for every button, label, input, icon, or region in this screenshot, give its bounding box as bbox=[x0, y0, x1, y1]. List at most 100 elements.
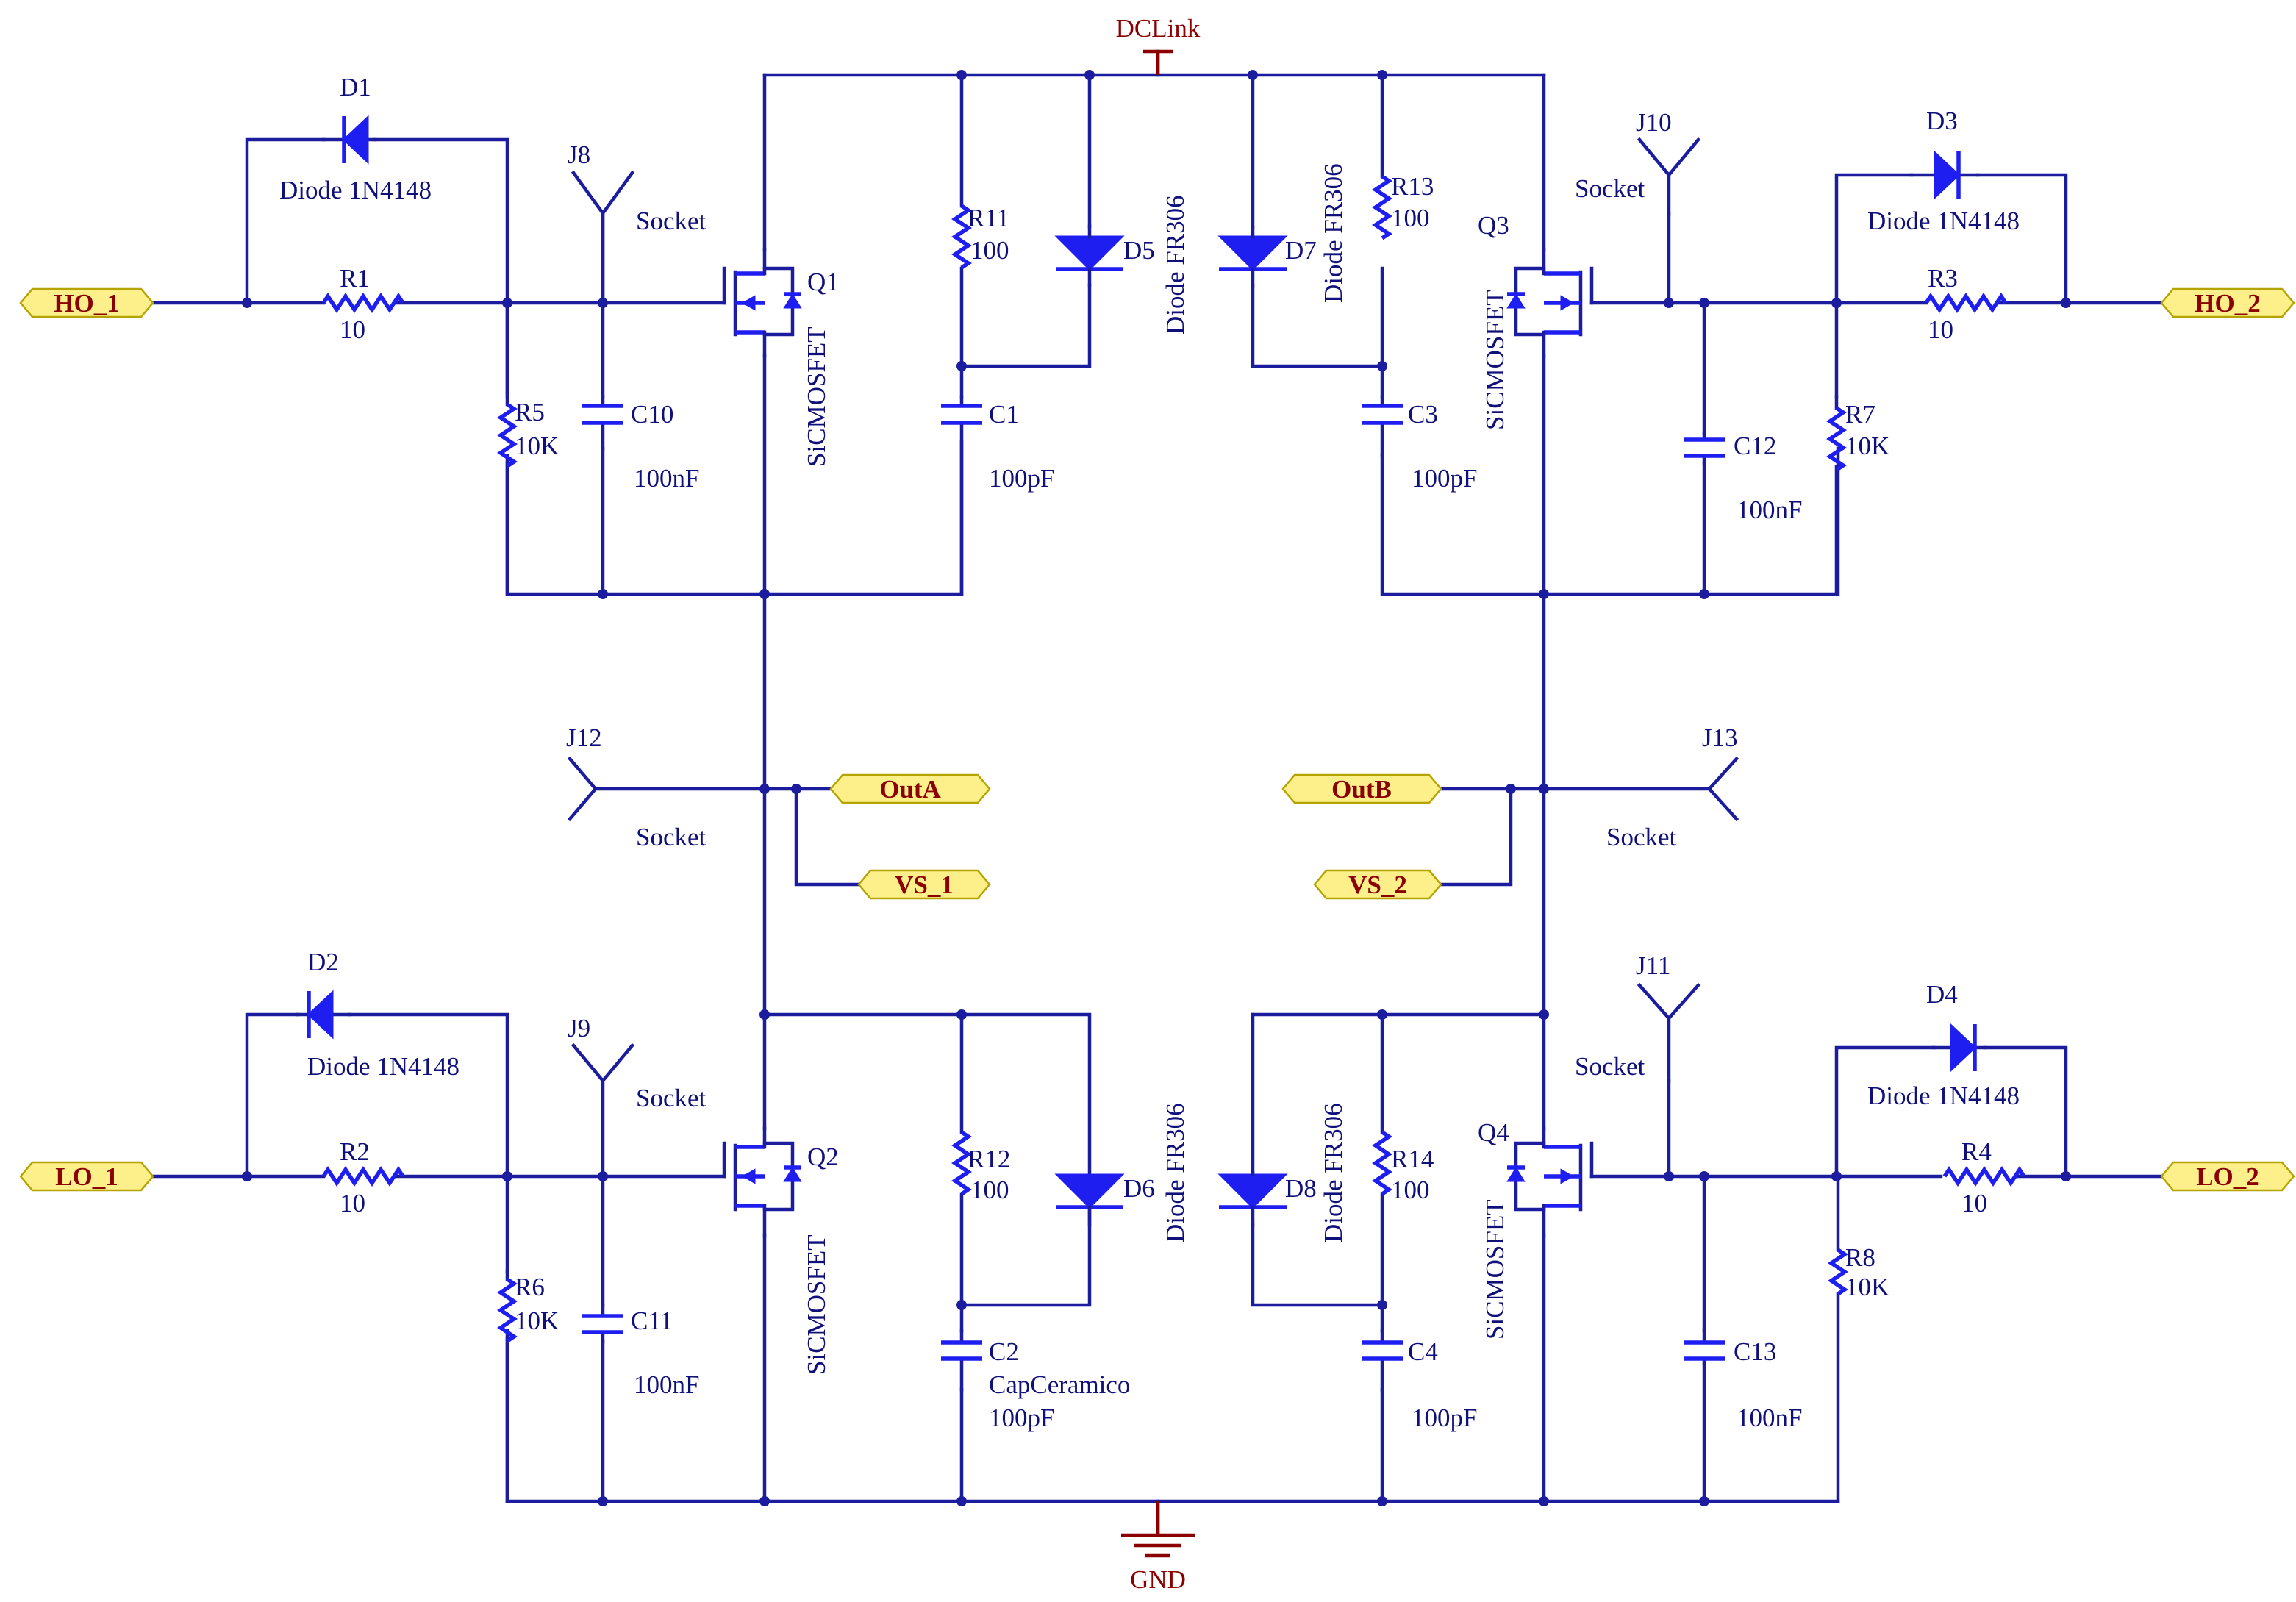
r14-ref: R14 bbox=[1391, 1145, 1434, 1173]
d7-value: Diode FR306 bbox=[1319, 163, 1348, 303]
r5-ref: R5 bbox=[515, 398, 545, 426]
d7-ref: D7 bbox=[1285, 236, 1317, 265]
q4-ref: Q4 bbox=[1478, 1118, 1509, 1147]
q1-ref: Q1 bbox=[807, 268, 839, 296]
capacitor-c12[interactable]: C12 100nF bbox=[1684, 432, 1802, 524]
port-outb[interactable]: OutB bbox=[1281, 773, 1442, 804]
c4-value: 100pF bbox=[1412, 1403, 1477, 1432]
port-ho1[interactable]: HO_1 bbox=[19, 287, 154, 318]
d8-ref: D8 bbox=[1285, 1174, 1317, 1203]
diode-d8[interactable]: D8 Diode FR306 bbox=[1217, 1103, 1348, 1242]
d4-value: Diode 1N4148 bbox=[1867, 1081, 2020, 1110]
c11-value: 100nF bbox=[634, 1370, 699, 1399]
dclink-label: DCLink bbox=[1116, 14, 1201, 43]
capacitor-c11[interactable]: C11 100nF bbox=[582, 1303, 699, 1399]
j9-ref: J9 bbox=[568, 1014, 590, 1043]
port-vs2-label: VS_2 bbox=[1348, 870, 1407, 899]
r3-ref: R3 bbox=[1928, 264, 1958, 293]
diode-d5[interactable]: D5 Diode FR306 bbox=[1054, 195, 1190, 335]
c13-value: 100nF bbox=[1737, 1403, 1802, 1432]
capacitor-c4[interactable]: C4 100pF bbox=[1362, 1329, 1477, 1432]
diode-d4[interactable]: D4 Diode 1N4148 bbox=[1867, 980, 2020, 1110]
socket-j11[interactable]: J11 Socket bbox=[1575, 951, 1701, 1083]
q1-value: SiCMOSFET bbox=[802, 326, 831, 467]
c1-ref: C1 bbox=[989, 400, 1019, 429]
c11-ref: C11 bbox=[631, 1306, 673, 1335]
gnd-power: GND bbox=[1121, 1501, 1195, 1594]
d1-ref: D1 bbox=[340, 73, 371, 101]
resistor-r5[interactable]: R5 10K bbox=[497, 301, 559, 596]
port-lo2-label: LO_2 bbox=[2196, 1162, 2259, 1191]
c1-value: 100pF bbox=[989, 464, 1054, 493]
mosfet-q2[interactable]: Q2 SiCMOSFET bbox=[722, 1126, 839, 1375]
resistor-r2[interactable]: R2 10 bbox=[321, 1137, 405, 1217]
d2-ref: D2 bbox=[307, 948, 339, 976]
port-outa[interactable]: OutA bbox=[829, 773, 991, 804]
resistor-r3[interactable]: R3 10 bbox=[1924, 264, 2008, 344]
resistor-r12[interactable]: R12 100 bbox=[951, 1130, 1010, 1204]
r12-value: 100 bbox=[970, 1176, 1009, 1204]
capacitor-c1[interactable]: C1 100pF bbox=[941, 395, 1054, 596]
port-vs1-label: VS_1 bbox=[895, 870, 954, 899]
j9-value: Socket bbox=[636, 1084, 707, 1112]
diode-d2[interactable]: D2 Diode 1N4148 bbox=[296, 948, 459, 1081]
q2-value: SiCMOSFET bbox=[802, 1234, 831, 1375]
diode-d7[interactable]: D7 Diode FR306 bbox=[1217, 163, 1348, 303]
resistor-r1[interactable]: R1 10 bbox=[321, 264, 405, 344]
diode-d1[interactable]: D1 Diode 1N4148 bbox=[279, 73, 432, 204]
capacitor-c3[interactable]: C3 100pF bbox=[1362, 395, 1477, 493]
resistor-r13[interactable]: R13 100 bbox=[1372, 172, 1434, 240]
port-vs2[interactable]: VS_2 bbox=[1313, 869, 1442, 900]
port-ho2-label: HO_2 bbox=[2195, 289, 2260, 318]
socket-j10[interactable]: J10 Socket bbox=[1575, 108, 1701, 215]
c12-ref: C12 bbox=[1734, 432, 1776, 460]
port-ho2[interactable]: HO_2 bbox=[2160, 287, 2295, 318]
q3-value: SiCMOSFET bbox=[1481, 290, 1509, 430]
r7-ref: R7 bbox=[1845, 400, 1875, 429]
resistor-r11[interactable]: R11 100 bbox=[951, 204, 1009, 270]
port-lo1[interactable]: LO_1 bbox=[19, 1161, 154, 1192]
d3-value: Diode 1N4148 bbox=[1867, 207, 2020, 235]
socket-j8[interactable]: J8 Socket bbox=[568, 140, 707, 305]
j13-ref: J13 bbox=[1702, 723, 1738, 752]
capacitor-c2[interactable]: C2 CapCeramico 100pF bbox=[941, 1329, 1130, 1432]
j12-value: Socket bbox=[636, 823, 707, 851]
c13-ref: C13 bbox=[1734, 1337, 1776, 1366]
c2-ref: C2 bbox=[989, 1337, 1019, 1366]
d6-value: Diode FR306 bbox=[1161, 1103, 1190, 1242]
capacitor-c10[interactable]: C10 100nF bbox=[582, 395, 699, 493]
junctions bbox=[242, 70, 2071, 1506]
port-lo2[interactable]: LO_2 bbox=[2160, 1161, 2295, 1192]
q4-value: SiCMOSFET bbox=[1481, 1199, 1509, 1340]
diode-d3[interactable]: D3 Diode 1N4148 bbox=[1867, 107, 2020, 235]
resistor-r7[interactable]: R7 10K bbox=[1826, 395, 1889, 596]
mosfet-q3[interactable]: Q3 SiCMOSFET bbox=[1478, 211, 1594, 430]
r8-value: 10K bbox=[1845, 1273, 1889, 1301]
resistor-r8[interactable]: R8 10K bbox=[1828, 1243, 1889, 1301]
c10-ref: C10 bbox=[631, 400, 673, 429]
port-ho1-label: HO_1 bbox=[54, 289, 119, 318]
port-outa-label: OutA bbox=[879, 775, 941, 804]
r13-value: 100 bbox=[1391, 204, 1430, 232]
resistor-r6[interactable]: R6 10K bbox=[497, 1270, 559, 1503]
capacitor-c13[interactable]: C13 100nF bbox=[1684, 1329, 1802, 1432]
j13-value: Socket bbox=[1606, 823, 1677, 851]
c12-value: 100nF bbox=[1737, 496, 1802, 524]
c2-value: 100pF bbox=[989, 1403, 1054, 1432]
gnd-label: GND bbox=[1130, 1565, 1186, 1594]
resistor-r4[interactable]: R4 10 bbox=[1942, 1137, 2026, 1217]
mosfet-q1[interactable]: Q1 SiCMOSFET bbox=[722, 248, 839, 467]
d2-value: Diode 1N4148 bbox=[307, 1052, 459, 1081]
r2-ref: R2 bbox=[340, 1137, 370, 1166]
diode-d6[interactable]: D6 Diode FR306 bbox=[1054, 1103, 1190, 1242]
socket-j9[interactable]: J9 Socket bbox=[568, 1014, 707, 1112]
mosfet-q4[interactable]: Q4 SiCMOSFET bbox=[1478, 1118, 1594, 1340]
j8-ref: J8 bbox=[568, 140, 590, 169]
resistor-r14[interactable]: R14 100 bbox=[1372, 1130, 1434, 1204]
socket-j13[interactable]: J13 Socket bbox=[1606, 723, 1739, 851]
port-vs1[interactable]: VS_1 bbox=[857, 869, 991, 900]
d6-ref: D6 bbox=[1123, 1174, 1155, 1203]
r6-value: 10K bbox=[515, 1306, 559, 1335]
socket-j12[interactable]: J12 Socket bbox=[566, 723, 707, 851]
